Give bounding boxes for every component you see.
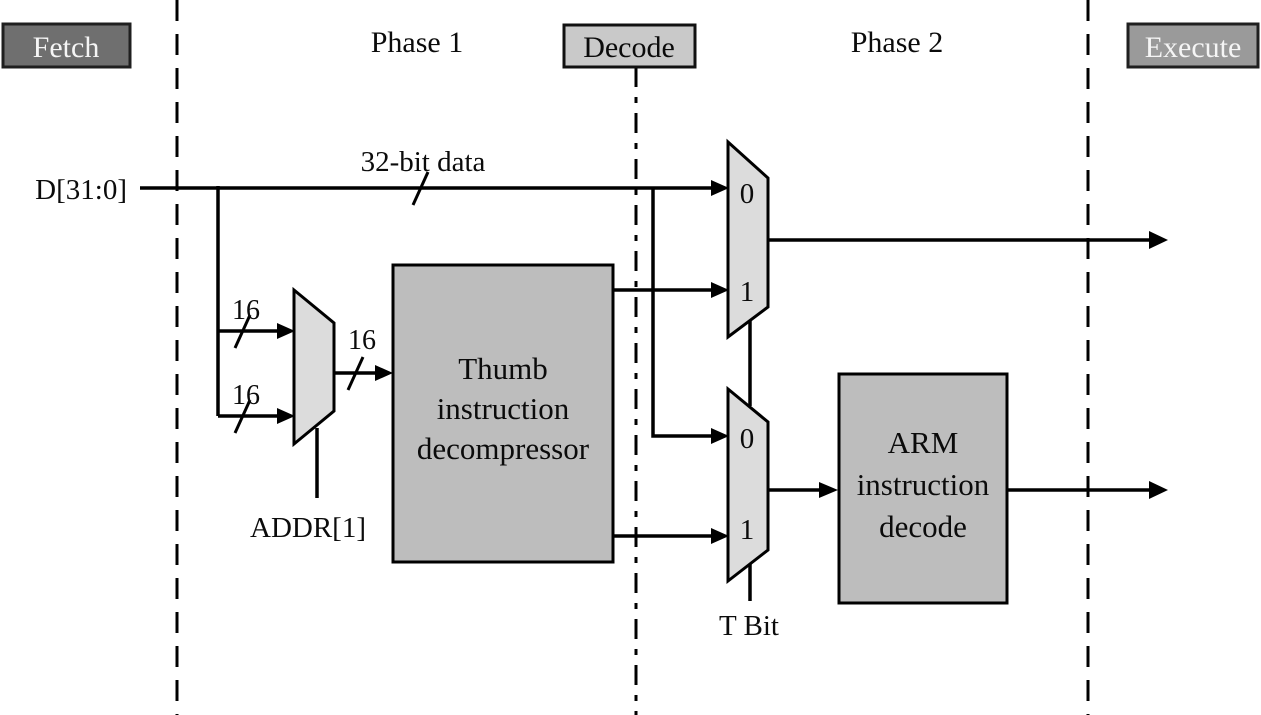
decode-box-rect [562, 23, 697, 69]
thumb-decompressor-block: Thumb instruction decompressor [391, 263, 615, 564]
upper-mux-shape [726, 138, 770, 340]
phase1-label: Phase 1 [371, 26, 464, 59]
addr-select-label: ADDR[1] [250, 512, 366, 544]
fetch-stage-box: Fetch [1, 22, 132, 69]
lower-mux: 0 1 [726, 385, 770, 585]
bus16-upper-label: 16 [232, 295, 260, 326]
arrowhead-to-upper-mux-0 [711, 180, 729, 196]
execute-box-rect [1126, 22, 1260, 69]
lower-mux-input1-label: 1 [740, 514, 755, 546]
bus16-out-label: 16 [348, 325, 376, 356]
arrowhead-arm-output [1149, 481, 1168, 499]
arrowhead-to-thumb-box [375, 365, 393, 381]
arm-label-line1: ARM [888, 425, 959, 460]
execute-stage-box: Execute [1126, 22, 1260, 69]
thumb-label-line3: decompressor [417, 431, 590, 466]
execute-label: Execute [1145, 31, 1242, 64]
upper-mux: 0 1 [726, 138, 770, 340]
data-in-label: D[31:0] [35, 174, 127, 206]
bus-slash-16-lower [233, 399, 252, 434]
fetch-box-rect [1, 22, 132, 69]
decode-label: Decode [583, 31, 675, 64]
data-bus-label: 32-bit data [361, 146, 486, 178]
decode-stage-box: Decode [562, 23, 697, 69]
arm-box-rect [837, 372, 1009, 605]
arrowhead-halfword-upper [277, 323, 295, 339]
arrowhead-halfword-lower [277, 408, 295, 424]
arrowhead-to-arm-box [819, 482, 838, 498]
lower-mux-shape [726, 385, 770, 585]
halfword-select-mux [292, 286, 336, 448]
arm-decode-block: ARM instruction decode [837, 372, 1009, 605]
arm-label-line3: decode [879, 509, 967, 544]
bus-slash-16-out [346, 356, 365, 391]
upper-mux-input1-label: 1 [740, 276, 755, 308]
phase2-label: Phase 2 [851, 26, 944, 59]
thumb-label-line2: instruction [437, 391, 570, 426]
t-bit-label: T Bit [719, 610, 779, 642]
bus-slash-16-upper [233, 314, 252, 349]
passthrough-branch-line [651, 188, 713, 438]
arrowhead-to-lower-mux-0 [711, 428, 729, 444]
bus16-lower-label: 16 [232, 380, 260, 411]
arrowhead-to-lower-mux-1 [711, 528, 729, 544]
arm-label-line2: instruction [857, 467, 990, 502]
upper-mux-input0-label: 0 [740, 178, 755, 210]
arrowhead-to-upper-mux-1 [711, 282, 729, 298]
fetch-label: Fetch [33, 31, 100, 64]
arrowhead-upper-output [1149, 231, 1168, 249]
bus-slash-32bit [411, 171, 430, 206]
lower-mux-input0-label: 0 [740, 423, 755, 455]
thumb-box-rect [391, 263, 615, 564]
thumb-label-line1: Thumb [458, 351, 548, 386]
